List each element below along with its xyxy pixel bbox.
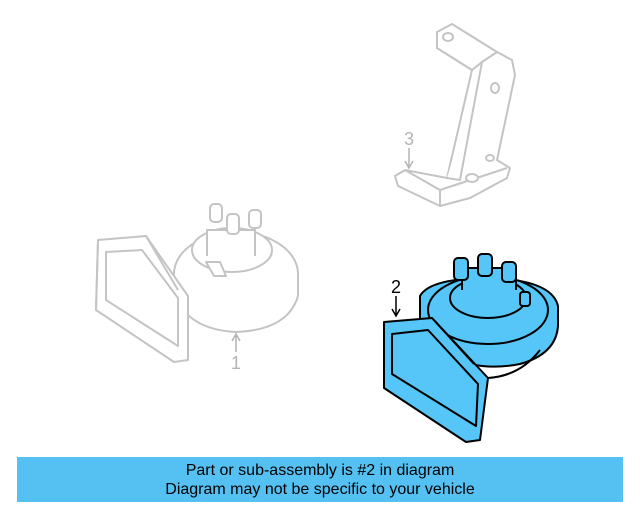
callout-number-1: 1 — [231, 353, 242, 373]
leader-lines — [231, 148, 414, 352]
bracket-part-3 — [394, 23, 516, 207]
horn-part-2 — [383, 253, 559, 443]
callout-number-3: 3 — [404, 129, 415, 149]
info-banner: Part or sub-assembly is #2 in diagram Di… — [17, 457, 623, 502]
banner-line-part-number: Part or sub-assembly is #2 in diagram — [185, 461, 455, 479]
leader-arrow-1 — [231, 332, 241, 352]
leader-arrow-3 — [404, 148, 414, 170]
horn-part-1 — [95, 203, 299, 363]
leader-arrow-2 — [391, 296, 401, 318]
callout-number-2: 2 — [391, 277, 402, 297]
banner-line-disclaimer: Diagram may not be specific to your vehi… — [165, 480, 475, 498]
